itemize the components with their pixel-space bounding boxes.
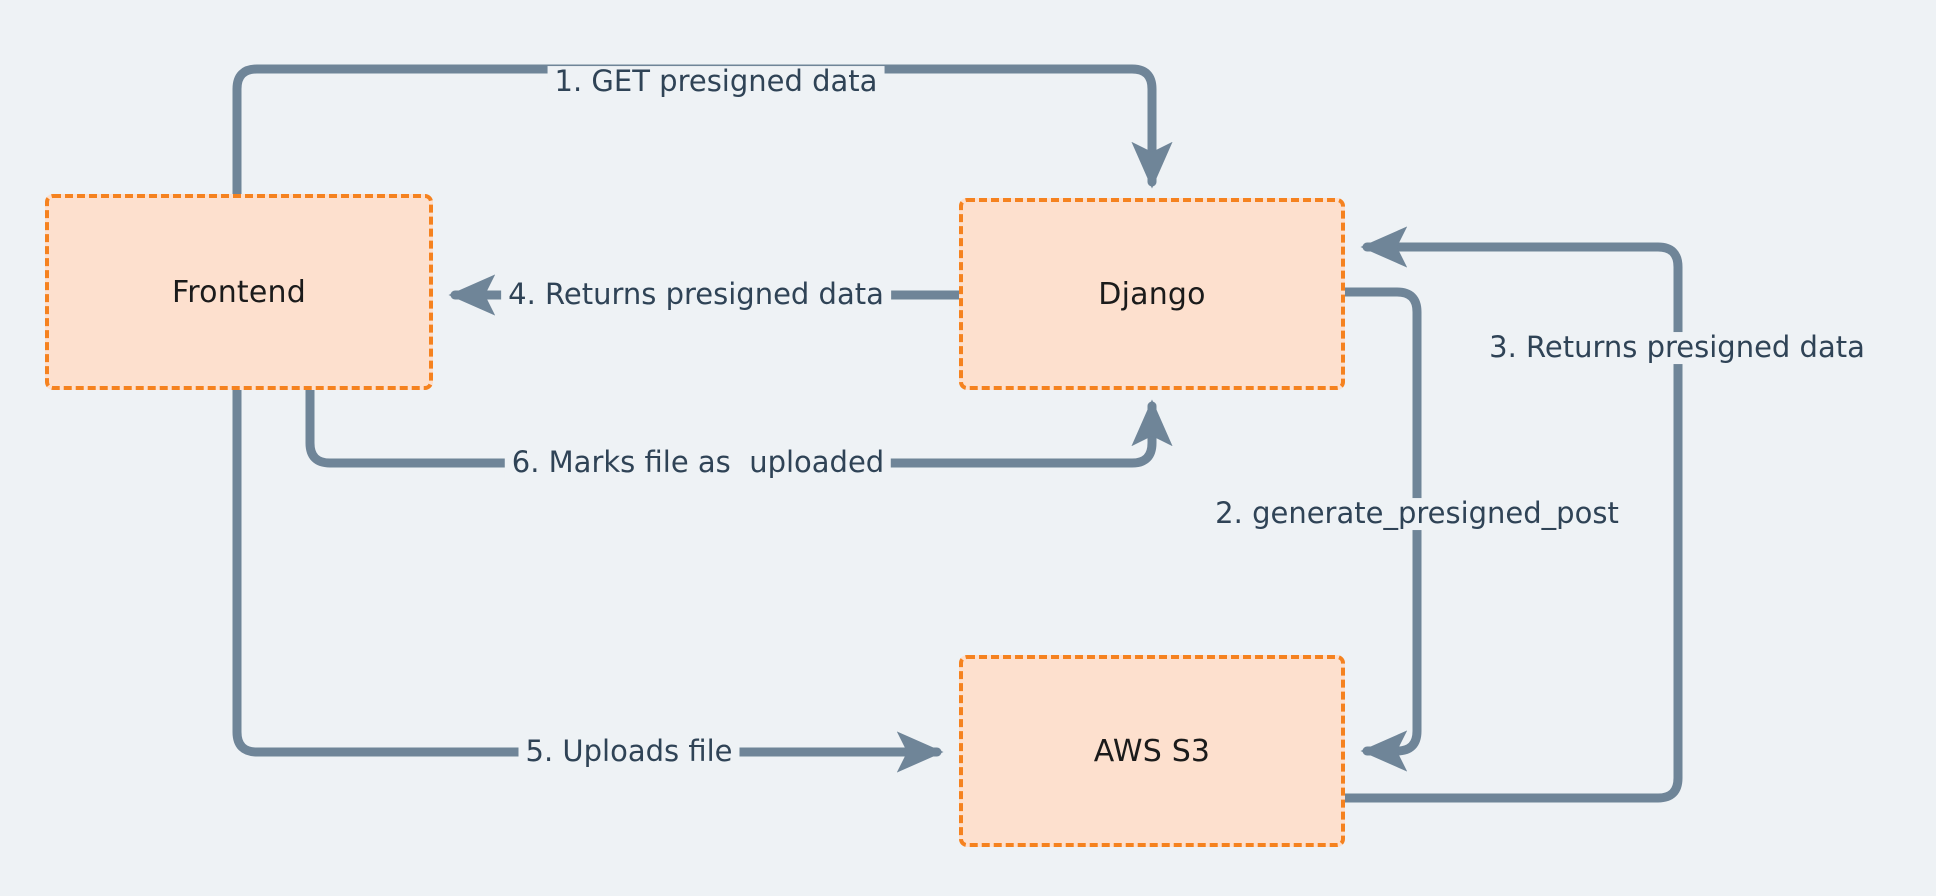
node-frontend-label: Frontend — [172, 274, 306, 310]
connector-3-returns-presigned-data — [1340, 226, 1683, 803]
node-django[interactable]: Django — [959, 198, 1345, 390]
node-aws-s3[interactable]: AWS S3 — [959, 655, 1345, 847]
node-aws-s3-label: AWS S3 — [1093, 733, 1211, 769]
edge-label-5: 5. Uploads file — [518, 735, 740, 768]
connector-5-uploads-file — [232, 385, 944, 773]
edge-label-4: 4. Returns presigned data — [501, 278, 891, 311]
edge-label-2: 2. generate_presigned_post — [1208, 497, 1626, 530]
node-django-label: Django — [1098, 276, 1206, 312]
edge-label-3: 3. Returns presigned data — [1482, 331, 1872, 364]
edge-label-1: 1. GET presigned data — [547, 65, 885, 98]
node-frontend[interactable]: Frontend — [45, 194, 433, 390]
edge-label-6: 6. Marks file as uploaded — [504, 446, 892, 479]
